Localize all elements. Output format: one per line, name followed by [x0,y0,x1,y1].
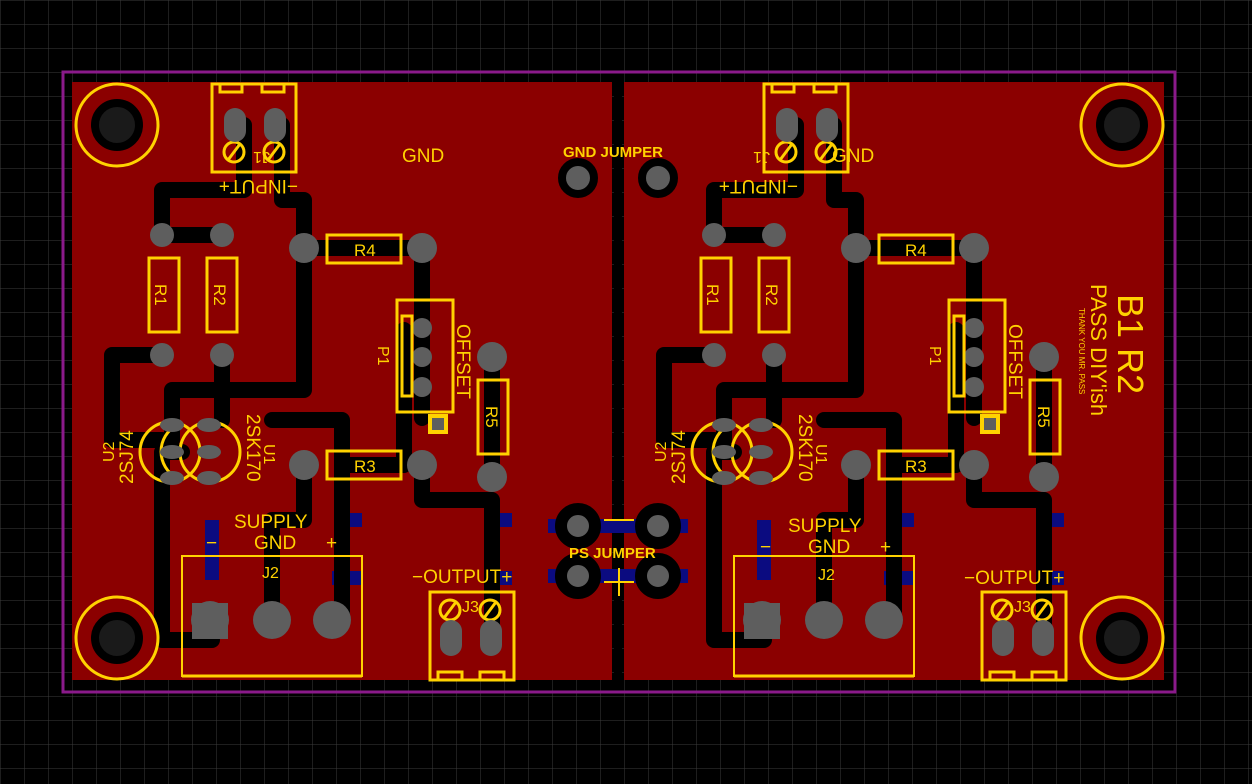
output-label-right: −OUTPUT+ [964,568,1064,589]
input-label-right: −INPUT+ [719,175,798,196]
r2-label-left: R2 [210,284,229,306]
r3-label-left: R3 [354,457,376,476]
supply-minus-right: − [760,537,771,558]
supply-minus-left: − [206,533,217,554]
gnd-label-left: GND [402,146,444,167]
offset-label-left: OFFSET [452,324,473,399]
output-ref-right: J3 [1014,599,1031,616]
supply-plus-left: + [326,533,337,554]
pot-ref-left: P1 [374,346,391,366]
input-ref-right: J1 [753,148,770,165]
offset-label-right: OFFSET [1004,324,1025,399]
input-label-left: −INPUT+ [219,175,298,196]
r3-label-right: R3 [905,457,927,476]
u1-ref-right: U1 [812,444,829,465]
r5-label-right: R5 [1034,406,1053,428]
r1-label-left: R1 [151,284,170,306]
supply-label-left: SUPPLY [234,512,308,533]
board-outline [61,70,1177,694]
board-subtitle: PASS DIY'ish [1086,284,1111,416]
ps-jumper-label: PS JUMPER [569,545,656,562]
ps-jumper [548,503,688,599]
supply-ref-right: J2 [818,567,835,584]
u1-ref-left: U1 [260,444,277,465]
u2-part-left: 2SJ74 [117,430,138,484]
board-credit: THANK YOU MR. PASS [1077,308,1086,394]
u1-part-right: 2SK170 [794,414,815,482]
u1-part-left: 2SK170 [242,414,263,482]
supply-plus-right: + [880,537,891,558]
gnd-jumper-pads [558,158,678,198]
u2-ref-right: U2 [653,441,670,462]
output-label-left: −OUTPUT+ [412,567,512,588]
pot-ref-right: P1 [926,346,943,366]
gnd-label-right: GND [832,146,874,167]
supply-ref-left: J2 [262,565,279,582]
r1-label-right: R1 [703,284,722,306]
r5-label-left: R5 [482,406,501,428]
supply-gnd-label-left: GND [254,533,296,554]
output-ref-left: J3 [462,599,479,616]
r4-label-left: R4 [354,241,376,260]
r2-label-right: R2 [762,284,781,306]
u2-ref-left: U2 [101,441,118,462]
gnd-jumper-label: GND JUMPER [563,144,663,161]
supply-gnd-label-right: GND [808,537,850,558]
supply-label-right: SUPPLY [788,516,862,537]
board-title: B1 R2 [1110,294,1151,394]
r4-label-right: R4 [905,241,927,260]
u2-part-right: 2SJ74 [669,430,690,484]
input-ref-left: J1 [253,148,270,165]
